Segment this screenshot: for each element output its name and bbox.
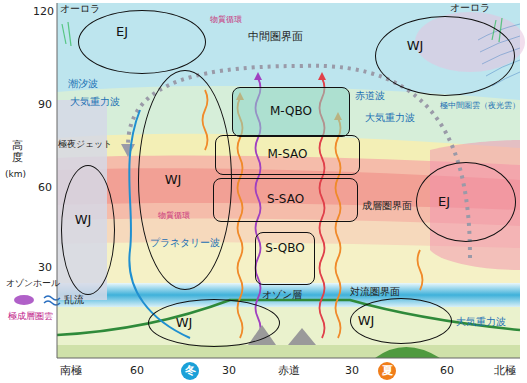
contour-line	[486, 60, 520, 76]
region-label: WJ	[75, 213, 92, 227]
axis-label: 高度	[12, 140, 23, 164]
region-label: S-QBO	[265, 242, 304, 255]
annotation-label: オゾンホール	[6, 279, 60, 289]
gravity-wave	[336, 118, 341, 338]
annotation-label: 成層圏界面	[362, 200, 412, 211]
axis-label: (km)	[5, 170, 26, 180]
ground	[57, 345, 520, 358]
axis-label: 60	[440, 365, 454, 377]
thermosphere-tint	[415, 12, 525, 72]
contour-line	[492, 72, 520, 86]
season-label: 冬	[185, 365, 196, 377]
aurora-ray	[499, 18, 502, 42]
ozone-layer-band	[57, 283, 520, 307]
annotation-label: 極中間圏雲（夜光雲）	[440, 102, 520, 110]
jet-ellipse: WJ	[138, 70, 232, 290]
aurora	[62, 18, 502, 46]
gravity-wave	[418, 250, 423, 290]
jet-ellipse: EJ	[416, 162, 516, 242]
annotation-label: 物質循環	[210, 16, 242, 25]
season-label: 夏	[382, 365, 393, 377]
tropopause-line	[57, 300, 520, 335]
region-label: WJ	[165, 173, 182, 187]
jet-ellipse: WJ	[148, 299, 280, 347]
annotation-label: プラネタリー波	[150, 238, 220, 248]
region-box: S-QBO	[255, 232, 315, 285]
season-circle: 夏	[378, 362, 396, 380]
region-label: EJ	[438, 195, 450, 209]
mountain	[248, 325, 276, 345]
axis-label: 30	[222, 365, 236, 377]
contour-lines	[478, 24, 520, 86]
polar-vortex-column	[57, 100, 107, 300]
region-label: S-SAO	[267, 193, 304, 206]
wave-arrowhead	[318, 72, 326, 80]
region-label: WJ	[358, 314, 375, 328]
region-label: M-QBO	[270, 105, 312, 118]
ozone-hole-symbol	[14, 295, 34, 305]
annotation-label: オゾン層	[262, 289, 302, 300]
gravity-wave	[203, 90, 208, 150]
region-box: M-QBO	[232, 87, 350, 137]
jet-ellipse: WJ	[350, 298, 452, 344]
annotation-label: 物質循環	[158, 212, 190, 221]
aurora-ray	[62, 24, 66, 44]
y-axis	[57, 3, 58, 358]
annotation-label: 極成層圏雲	[8, 312, 53, 322]
axis-label: 30	[38, 262, 52, 274]
season-circle: 冬	[181, 362, 199, 380]
circulation-arrowhead	[121, 144, 135, 157]
hill	[375, 347, 440, 358]
region-box: M-SAO	[215, 135, 360, 175]
summer-warm-region	[430, 140, 520, 270]
jet-ellipse: WJ	[375, 16, 515, 96]
axis-label: 60	[130, 365, 144, 377]
troposphere-band	[57, 307, 520, 345]
axis-label: 北極	[494, 365, 516, 377]
axis-label: 60	[38, 182, 52, 194]
jet-ellipse: WJ	[61, 165, 115, 295]
annotation-label: 大気重力波	[456, 316, 506, 327]
axis-label: 120	[33, 6, 54, 18]
annotation-label: オーロラ	[60, 3, 100, 14]
annotation-label: 赤道波	[355, 90, 385, 101]
planetary-wave	[129, 110, 190, 338]
aurora-ray	[68, 22, 71, 46]
annotation-label: 中間圏界面	[248, 31, 303, 43]
annotation-label: 対流圏界面	[350, 286, 400, 297]
axis-label: 南極	[60, 365, 82, 377]
annotation-label: 大気重力波	[365, 112, 415, 123]
axis-label: 30	[345, 365, 359, 377]
region-label: EJ	[116, 25, 128, 39]
annotation-label: 大気重力波	[70, 96, 120, 107]
region-label: M-SAO	[268, 148, 308, 161]
region-label: WJ	[176, 316, 193, 330]
annotation-label: オーロラ	[450, 2, 490, 13]
mountain	[288, 328, 316, 345]
jet-ellipse: EJ	[78, 10, 206, 74]
wave-arrowhead	[254, 72, 262, 80]
region-label: WJ	[407, 39, 424, 53]
x-axis	[57, 358, 520, 359]
axis-label: 赤道	[278, 365, 300, 377]
aurora-ray	[492, 20, 496, 40]
turbulence-symbol	[44, 296, 60, 305]
region-box: S-SAO	[213, 178, 358, 222]
annotation-label: 潮汐波	[68, 78, 98, 89]
annotation-label: 乱流	[64, 294, 84, 305]
annotation-label: 極夜ジェット	[58, 140, 112, 150]
axis-label: 90	[38, 99, 52, 111]
circulation-arrow	[128, 66, 470, 258]
